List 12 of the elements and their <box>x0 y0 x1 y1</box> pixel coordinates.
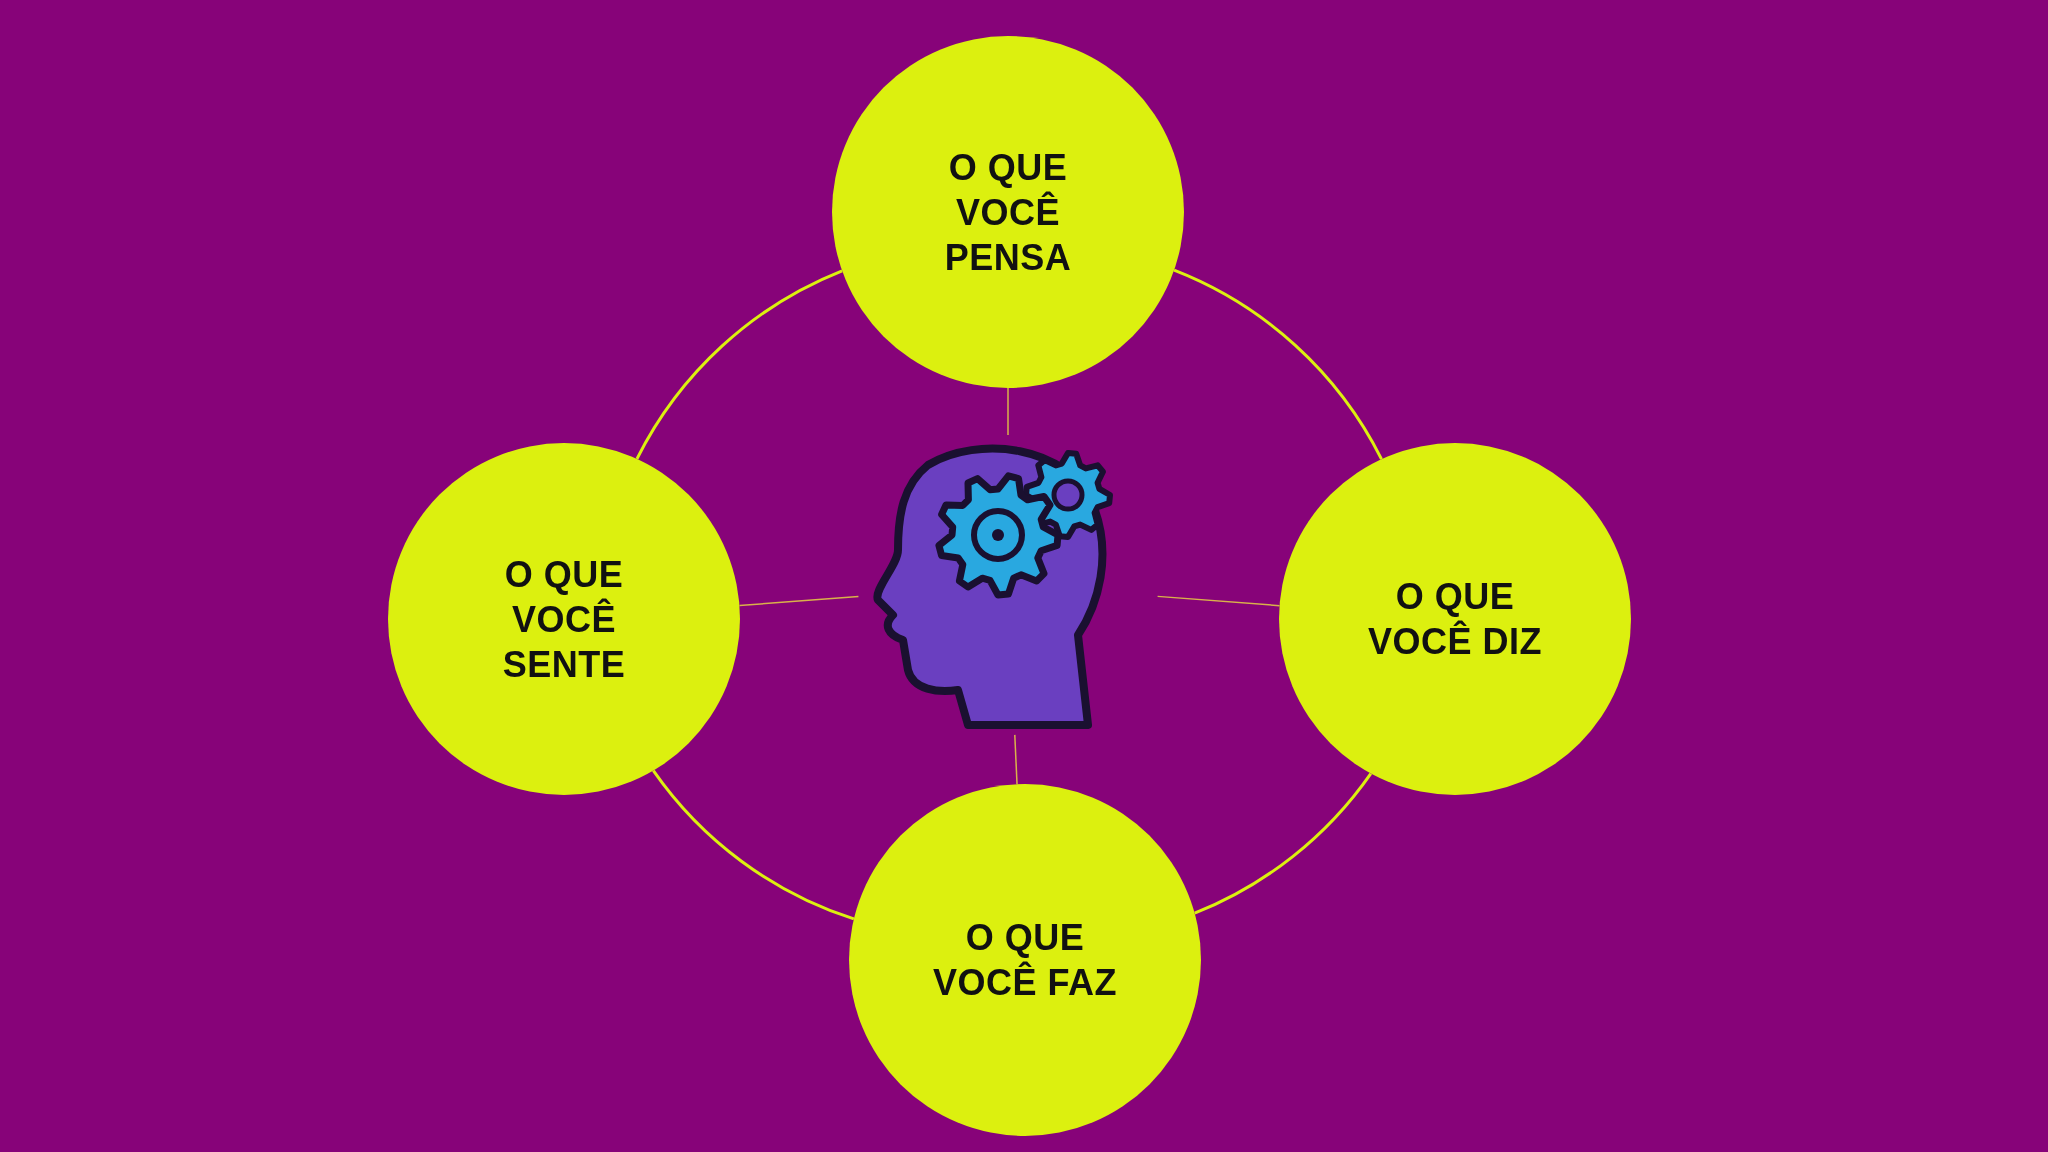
connector-line <box>1156 595 1281 607</box>
ring-arc <box>1194 772 1372 915</box>
topic-label: O QUE VOCÊ SENTE <box>501 552 627 687</box>
connector-line <box>1014 734 1018 785</box>
connector-line <box>1007 387 1009 436</box>
topic-label: O QUE VOCÊ FAZ <box>932 916 1118 1005</box>
topic-label: O QUE VOCÊ DIZ <box>1367 575 1543 664</box>
topic-label: O QUE VOCÊ PENSA <box>943 145 1073 280</box>
ring-arc <box>652 769 855 921</box>
ring-arc <box>1173 268 1383 460</box>
connector-line <box>738 595 860 607</box>
ring-arc <box>635 269 843 460</box>
